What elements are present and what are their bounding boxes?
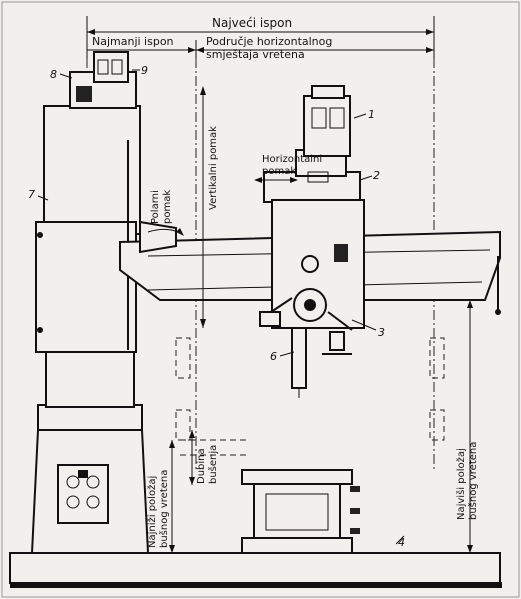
label-horizontal-line1: Horizontalni <box>262 154 322 165</box>
callout-6: 6 <box>270 350 277 363</box>
callout-1: 1 <box>368 108 375 121</box>
label-highest-line2: bušnog vretena <box>467 442 479 520</box>
ghost-spindle-positions <box>175 337 445 456</box>
label-lowest-line1: Najniži položaj <box>146 476 158 548</box>
work-table <box>241 469 360 554</box>
lowest-spindle-dimension <box>169 440 175 553</box>
label-range-line1: Područje horizontalnog <box>206 35 332 48</box>
callout-2: 2 <box>373 169 380 182</box>
horizontal-travel-arrow <box>254 177 298 183</box>
label-horizontal-line2: pomak <box>262 166 296 177</box>
callout-leaders <box>37 69 405 545</box>
polar-travel-arrow <box>147 228 184 236</box>
label-polar-line2: pomak <box>162 190 173 224</box>
dimension-spindle-range <box>196 47 434 53</box>
base-plate <box>9 552 501 584</box>
label-vertical-travel: Vertikalni pomak <box>208 126 219 210</box>
label-depth-line1: Dubina <box>196 448 207 484</box>
polar-bearing <box>139 220 177 254</box>
label-polar-line1: Polarni <box>150 190 161 224</box>
label-range-line2: smještaja vretena <box>206 48 305 61</box>
dimension-largest-reach <box>86 16 435 58</box>
highest-spindle-dimension <box>467 300 473 553</box>
callout-4: 4 <box>398 536 405 549</box>
column <box>35 105 141 353</box>
label-highest-line1: Najviši položaj <box>455 448 467 520</box>
drilling-depth-dimension <box>189 430 195 485</box>
callout-9: 9 <box>141 64 148 77</box>
label-depth-line2: bušenja <box>207 445 219 484</box>
callout-3: 3 <box>378 326 385 339</box>
label-lowest-line2: bušnog vretena <box>158 470 170 548</box>
label-smallest-reach: Najmanji ispon <box>92 35 174 48</box>
callout-7: 7 <box>28 188 35 201</box>
head-motor <box>303 95 351 157</box>
spindle <box>291 327 307 398</box>
floor-line <box>10 582 502 588</box>
column-top-motor <box>69 51 137 109</box>
vertical-travel-arrow <box>200 86 206 328</box>
drill-head <box>259 85 365 355</box>
callout-8: 8 <box>50 68 57 81</box>
label-largest-reach: Najveći ispon <box>212 16 292 30</box>
dimension-smallest-reach <box>87 40 197 58</box>
column-pedestal <box>30 344 150 554</box>
